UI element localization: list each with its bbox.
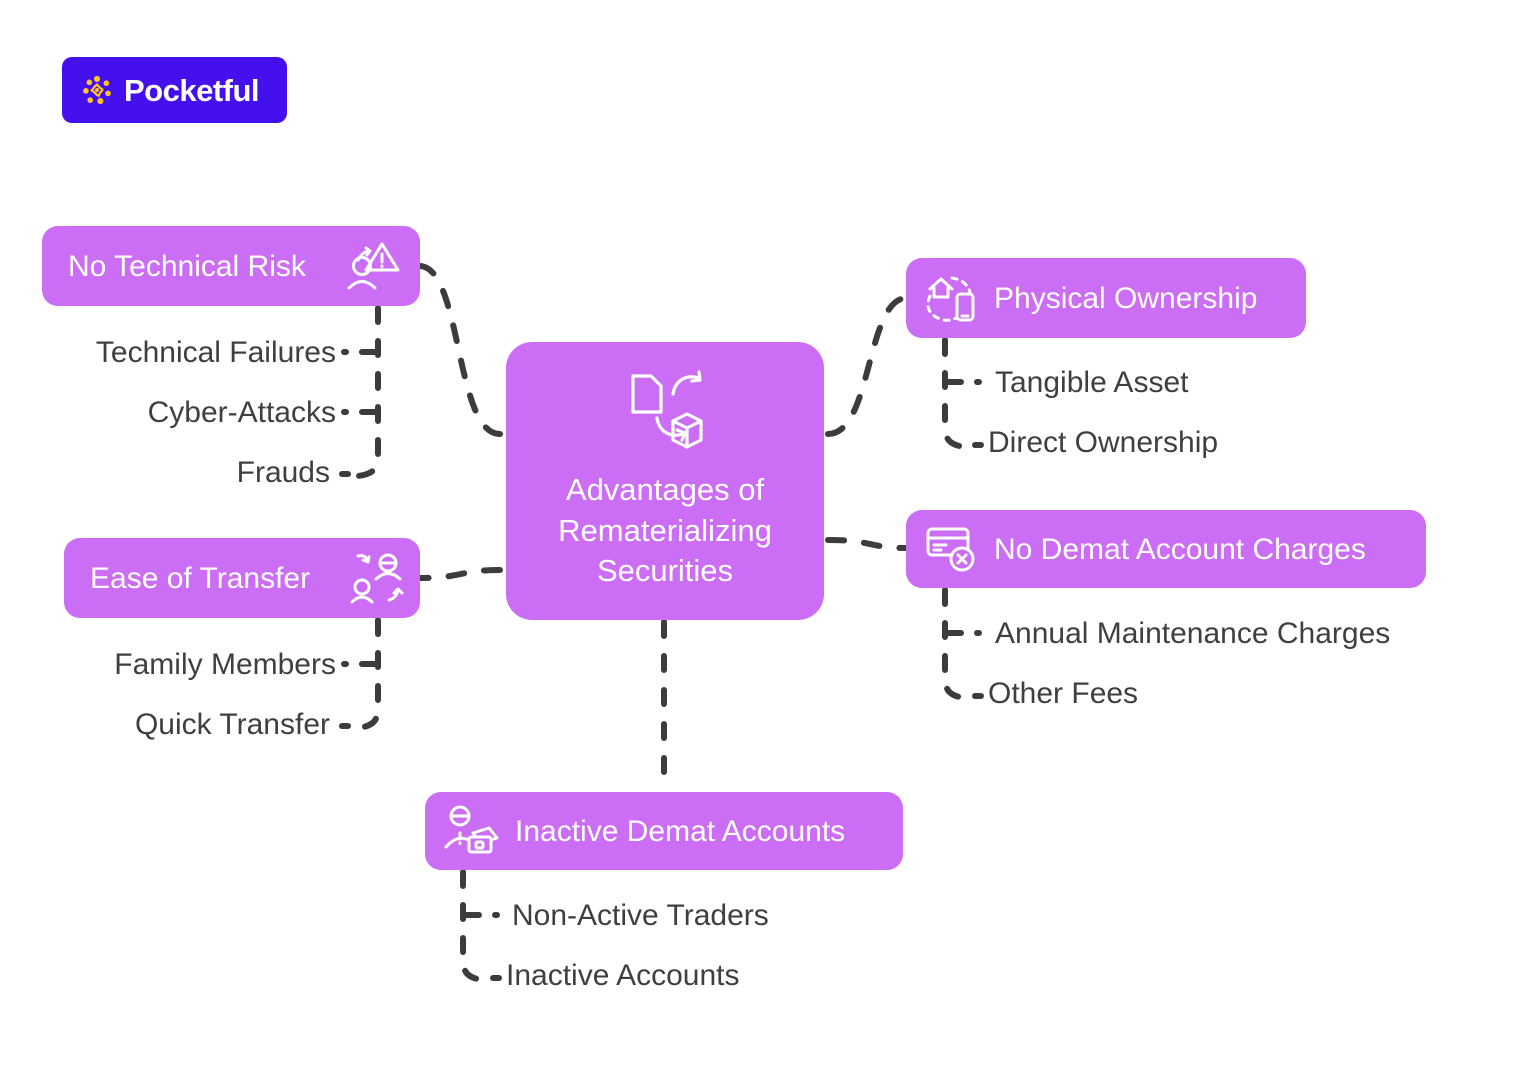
branch-node-no-technical-risk[interactable]: No Technical Risk bbox=[42, 226, 420, 306]
branch-node-inactive-demat-accounts[interactable]: Inactive Demat Accounts bbox=[425, 792, 903, 870]
house-phone-orbit-icon bbox=[926, 276, 975, 322]
link-spine-physical-ownership bbox=[942, 337, 968, 450]
brand-logo[interactable]: Pocketful bbox=[62, 57, 287, 123]
branch-label-ease-of-transfer: Ease of Transfer bbox=[90, 561, 311, 595]
link-spine-no-demat-account-charges bbox=[942, 587, 968, 701]
person-money-icon bbox=[444, 805, 499, 854]
branch-label-physical-ownership: Physical Ownership bbox=[994, 281, 1258, 315]
branch-node-physical-ownership[interactable]: Physical Ownership bbox=[906, 258, 1306, 338]
sub-item-cyber-attacks: Cyber-Attacks bbox=[147, 396, 336, 429]
sub-item-non-active-traders: Non-Active Traders bbox=[512, 899, 769, 932]
link-spine-inactive-demat-accounts bbox=[460, 869, 486, 983]
sub-item-other-fees: Other Fees bbox=[988, 677, 1139, 710]
branch-node-ease-of-transfer[interactable]: Ease of Transfer bbox=[64, 538, 420, 618]
branch-node-no-demat-account-charges[interactable]: No Demat Account Charges bbox=[906, 510, 1426, 588]
link-center-to-ease-of-transfer bbox=[417, 567, 503, 581]
sub-item-tangible-asset: Tangible Asset bbox=[995, 366, 1189, 399]
link-spine-ease-of-transfer bbox=[355, 617, 381, 731]
branch-label-no-technical-risk: No Technical Risk bbox=[68, 249, 306, 283]
sub-item-annual-maintenance-charges: Annual Maintenance Charges bbox=[995, 617, 1391, 650]
sub-item-family-members: Family Members bbox=[114, 648, 336, 681]
document-to-cube-convert-icon bbox=[631, 370, 703, 449]
link-spine-no-technical-risk bbox=[355, 305, 381, 479]
card-cancel-icon bbox=[926, 527, 975, 572]
link-center-to-no-technical-risk bbox=[417, 263, 503, 437]
sub-item-inactive-accounts: Inactive Accounts bbox=[506, 959, 740, 992]
sub-item-frauds: Frauds bbox=[236, 456, 330, 489]
sub-item-direct-ownership: Direct Ownership bbox=[988, 426, 1219, 459]
central-node-title: Advantages of Rematerializing Securities bbox=[558, 470, 772, 593]
central-title-line-3: Securities bbox=[596, 553, 734, 589]
person-warning-icon bbox=[347, 242, 400, 290]
link-center-to-no-demat-account-charges bbox=[825, 537, 909, 551]
link-center-to-physical-ownership bbox=[825, 295, 909, 437]
starburst-icon bbox=[83, 75, 111, 105]
sub-item-technical-failures: Technical Failures bbox=[95, 336, 336, 369]
central-title-line-1: Advantages of bbox=[565, 471, 765, 507]
people-swap-icon bbox=[350, 553, 404, 604]
sub-item-quick-transfer: Quick Transfer bbox=[134, 708, 330, 741]
central-title-line-2: Rematerializing bbox=[558, 512, 772, 548]
central-node[interactable]: Advantages of Rematerializing Securities bbox=[506, 342, 824, 620]
branch-label-inactive-demat-accounts: Inactive Demat Accounts bbox=[515, 814, 846, 848]
brand-name: Pocketful bbox=[124, 72, 260, 108]
branch-label-no-demat-account-charges: No Demat Account Charges bbox=[994, 532, 1366, 566]
